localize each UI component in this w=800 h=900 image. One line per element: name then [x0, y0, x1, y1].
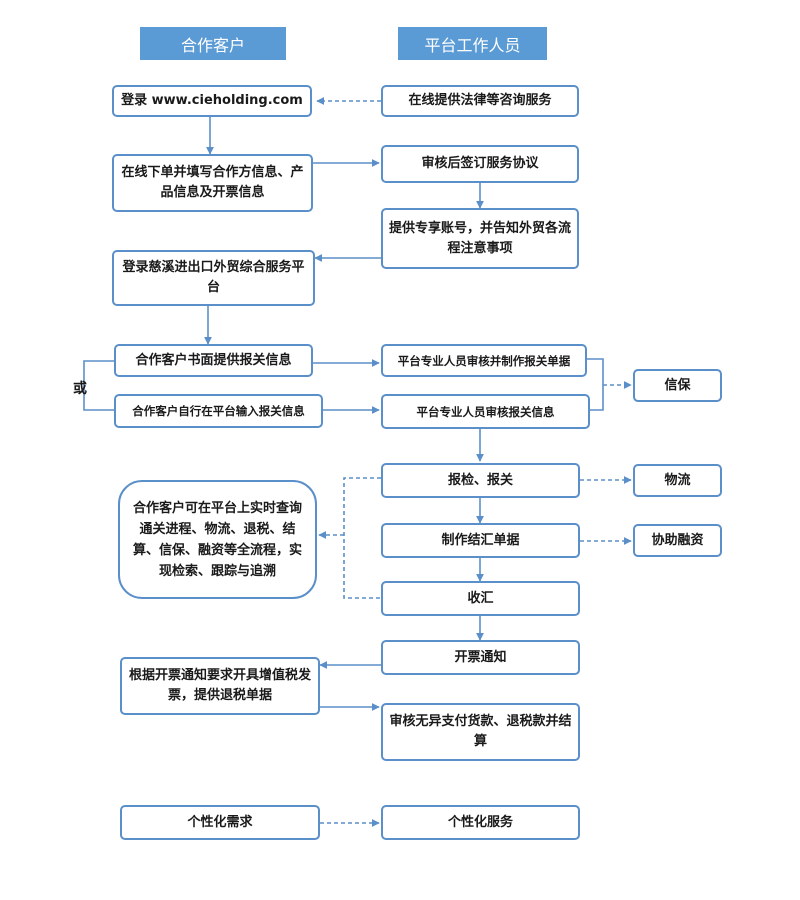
node-issue-invoice: 根据开票通知要求开具增值税发票，提供退税单据	[120, 657, 320, 715]
node-self-input: 合作客户自行在平台输入报关信息	[114, 394, 323, 428]
node-login: 登录 www.cieholding.com	[112, 85, 312, 117]
header-client: 合作客户	[140, 27, 286, 60]
node-personal-service: 个性化服务	[381, 805, 580, 840]
node-legal-consult: 在线提供法律等咨询服务	[381, 85, 579, 117]
node-sign-agreement: 审核后签订服务协议	[381, 145, 579, 183]
node-collection: 收汇	[381, 581, 580, 616]
node-invoice-notice: 开票通知	[381, 640, 580, 675]
node-written-declaration: 合作客户书面提供报关信息	[114, 344, 313, 377]
node-credit-insurance: 信保	[633, 369, 722, 402]
query-bracket	[343, 477, 381, 599]
node-review-payment: 审核无异支付货款、退税款并结算	[381, 703, 580, 761]
node-logistics: 物流	[633, 464, 722, 497]
header-staff: 平台工作人员	[398, 27, 547, 60]
node-realtime-query: 合作客户可在平台上实时查询通关进程、物流、退税、结算、信保、融资等全流程，实现检…	[118, 480, 317, 599]
node-login-platform: 登录慈溪进出口外贸综合服务平台	[112, 250, 315, 306]
node-personal-needs: 个性化需求	[120, 805, 320, 840]
or-bracket	[83, 360, 114, 411]
node-order-info: 在线下单并填写合作方信息、产品信息及开票信息	[112, 154, 313, 212]
node-exclusive-account: 提供专享账号，并告知外贸各流程注意事项	[381, 208, 579, 269]
or-label: 或	[73, 381, 87, 397]
node-financing: 协助融资	[633, 524, 722, 557]
node-inspection-customs: 报检、报关	[381, 463, 580, 498]
node-review-info: 平台专业人员审核报关信息	[381, 394, 590, 429]
node-review-make-docs: 平台专业人员审核并制作报关单据	[381, 344, 587, 377]
node-settlement-docs: 制作结汇单据	[381, 523, 580, 558]
